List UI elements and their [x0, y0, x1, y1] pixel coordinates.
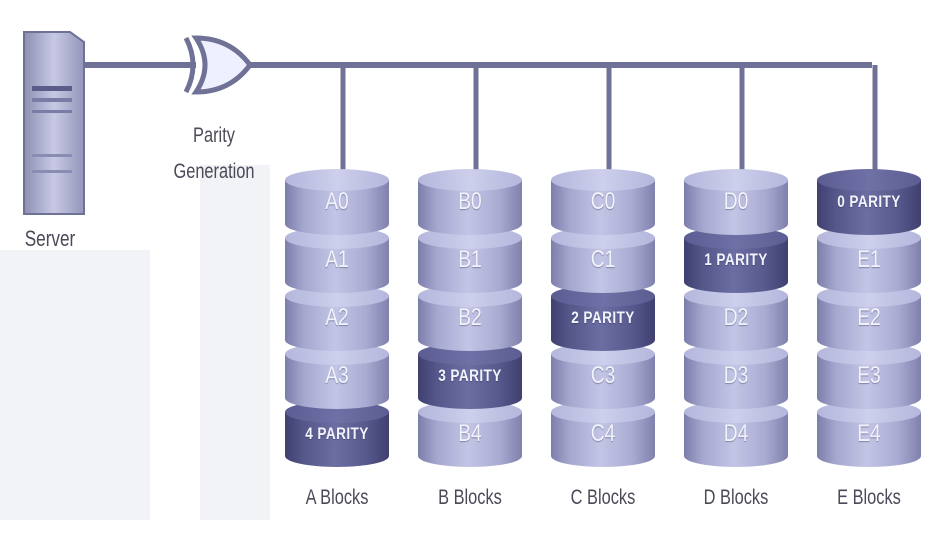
data-block: E1	[817, 227, 921, 293]
block-label: 0 PARITY	[837, 192, 901, 211]
server-tower-icon	[23, 31, 85, 215]
block-label: B1	[458, 246, 482, 273]
xor-gate-icon	[183, 35, 254, 95]
parity-block: 1 PARITY	[684, 227, 788, 293]
block-label: B2	[458, 304, 482, 331]
block-label: D4	[723, 420, 749, 447]
block-label: C1	[590, 246, 616, 273]
block-bottom	[551, 271, 655, 293]
background-watermark-bar	[200, 165, 270, 520]
disk-blocks-label: B Blocks	[438, 486, 502, 509]
background-watermark-bar	[0, 250, 150, 520]
parity-label-line1: Parity	[193, 124, 235, 147]
data-block: B0	[418, 169, 522, 235]
block-bottom	[684, 213, 788, 235]
block-bottom	[285, 445, 389, 467]
block-label: A0	[325, 188, 349, 215]
block-label: 3 PARITY	[438, 366, 502, 385]
block-top	[418, 169, 522, 191]
data-block: E2	[817, 285, 921, 351]
block-top	[817, 169, 921, 191]
data-block: D4	[684, 401, 788, 467]
block-bottom	[285, 387, 389, 409]
block-label: E1	[857, 246, 881, 273]
data-block: A0	[285, 169, 389, 235]
data-block: A2	[285, 285, 389, 351]
block-bottom	[551, 387, 655, 409]
parity-label-line2: Generation	[173, 160, 255, 183]
server-label: Server	[24, 226, 76, 251]
disk-blocks-label: A Blocks	[305, 486, 369, 509]
block-bottom	[418, 387, 522, 409]
block-label: D3	[723, 362, 749, 389]
block-label: E2	[857, 304, 881, 331]
data-block: A1	[285, 227, 389, 293]
block-bottom	[817, 387, 921, 409]
block-bottom	[418, 271, 522, 293]
data-block: C3	[551, 343, 655, 409]
parity-block: 4 PARITY	[285, 401, 389, 467]
block-label: 2 PARITY	[571, 308, 635, 327]
block-bottom	[817, 271, 921, 293]
block-bottom	[684, 271, 788, 293]
data-block: A3	[285, 343, 389, 409]
block-bottom	[684, 445, 788, 467]
block-label: C0	[590, 188, 616, 215]
disk-blocks-label: C Blocks	[570, 486, 636, 509]
block-bottom	[285, 271, 389, 293]
block-label: E4	[857, 420, 881, 447]
block-bottom	[817, 213, 921, 235]
data-block: B2	[418, 285, 522, 351]
block-top	[285, 169, 389, 191]
block-bottom	[817, 329, 921, 351]
block-label: D2	[723, 304, 749, 331]
data-block: B1	[418, 227, 522, 293]
block-top	[684, 169, 788, 191]
block-label: B0	[458, 188, 482, 215]
data-block: D3	[684, 343, 788, 409]
block-label: C3	[590, 362, 616, 389]
block-label: A3	[325, 362, 349, 389]
block-bottom	[418, 445, 522, 467]
data-block: E3	[817, 343, 921, 409]
block-bottom	[817, 445, 921, 467]
parity-block: 3 PARITY	[418, 343, 522, 409]
block-top	[551, 169, 655, 191]
disk-blocks-label: D Blocks	[703, 486, 769, 509]
block-bottom	[418, 329, 522, 351]
block-label: C4	[590, 420, 616, 447]
block-label: B4	[458, 420, 482, 447]
block-label: 4 PARITY	[305, 424, 369, 443]
disk-blocks-label: E Blocks	[837, 486, 901, 509]
data-block: D0	[684, 169, 788, 235]
block-bottom	[551, 329, 655, 351]
block-bottom	[285, 213, 389, 235]
block-label: D0	[723, 188, 749, 215]
block-bottom	[684, 387, 788, 409]
block-label: A1	[325, 246, 349, 273]
data-block: C4	[551, 401, 655, 467]
data-block: E4	[817, 401, 921, 467]
block-label: A2	[325, 304, 349, 331]
block-bottom	[551, 213, 655, 235]
data-block: C1	[551, 227, 655, 293]
parity-block: 0 PARITY	[817, 169, 921, 235]
block-bottom	[551, 445, 655, 467]
data-block: B4	[418, 401, 522, 467]
block-label: 1 PARITY	[704, 250, 768, 269]
data-block: D2	[684, 285, 788, 351]
parity-generation-label: Parity Generation	[170, 118, 257, 190]
block-bottom	[684, 329, 788, 351]
parity-block: 2 PARITY	[551, 285, 655, 351]
block-bottom	[418, 213, 522, 235]
block-label: E3	[857, 362, 881, 389]
block-bottom	[285, 329, 389, 351]
data-block: C0	[551, 169, 655, 235]
